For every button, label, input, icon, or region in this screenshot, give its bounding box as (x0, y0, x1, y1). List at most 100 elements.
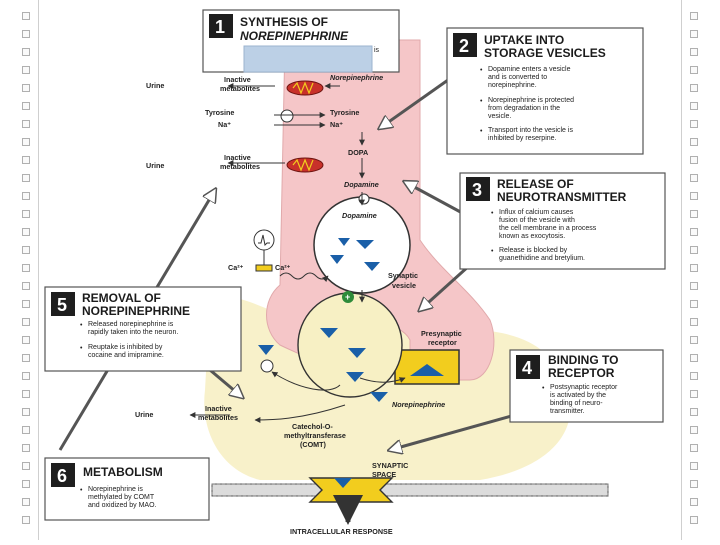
svg-text:Dopamine enters a vesicle: Dopamine enters a vesicle (488, 66, 571, 73)
square-bullet-icon (22, 516, 30, 524)
square-bullet-icon (690, 192, 698, 200)
inactive-metabolites-label: metabolites (220, 84, 260, 93)
square-bullet-icon (690, 12, 698, 20)
postsynaptic-membrane (211, 483, 609, 497)
box-2-uptake: 2 UPTAKE INTO STORAGE VESICLES • Dopamin… (446, 27, 644, 155)
square-bullet-icon (22, 426, 30, 434)
svg-text:and oxidized by MAO.: and oxidized by MAO. (88, 502, 157, 509)
square-bullet-icon (690, 444, 698, 452)
square-bullet-icon (690, 426, 698, 434)
square-bullet-icon (690, 300, 698, 308)
sodium-label: Na⁺ (330, 120, 343, 129)
inactive-metabolites-label: Inactive (224, 75, 251, 84)
callout-arrow-4 (390, 413, 516, 450)
box-6-metabolism: 6 METABOLISM • Norepinephrine is methyla… (44, 457, 210, 521)
svg-text:rapidly taken into the neuron.: rapidly taken into the neuron. (88, 329, 178, 336)
svg-text:binding of neuro-: binding of neuro- (550, 400, 603, 407)
inactive-metabolites-label: Inactive (205, 404, 232, 413)
svg-text:•: • (491, 248, 494, 255)
svg-text:Transport into the vesicle is: Transport into the vesicle is (488, 127, 573, 134)
tyrosine-transporter (280, 109, 294, 123)
svg-text:Release is blocked by: Release is blocked by (499, 247, 568, 254)
redaction-block (243, 45, 373, 73)
svg-text:and is converted to: and is converted to (488, 74, 547, 81)
svg-text:•: • (80, 322, 83, 329)
svg-text:•: • (480, 67, 483, 74)
svg-text:guanethidine and bretylium.: guanethidine and bretylium. (499, 255, 585, 262)
urine-label: Urine (146, 81, 164, 90)
calcium-channel (255, 264, 273, 272)
svg-text:•: • (80, 345, 83, 352)
square-bullet-icon (690, 120, 698, 128)
svg-text:RELEASE OF: RELEASE OF (497, 177, 574, 191)
synaptic-space-label: SPACE (372, 470, 396, 479)
square-bullet-icon (690, 318, 698, 326)
svg-text:NEUROTRANSMITTER: NEUROTRANSMITTER (497, 190, 627, 204)
square-bullet-icon (22, 264, 30, 272)
square-bullet-icon (690, 372, 698, 380)
square-bullet-icon (690, 228, 698, 236)
svg-text:transmitter.: transmitter. (550, 408, 585, 415)
square-bullet-icon (22, 408, 30, 416)
square-bullet-icon (22, 66, 30, 74)
square-bullet-icon (690, 264, 698, 272)
calcium-label: Ca²⁺ (228, 263, 244, 272)
exocytosis-vesicle (297, 292, 403, 398)
square-bullet-icon (22, 192, 30, 200)
plus-icon (342, 291, 354, 303)
svg-text:2: 2 (459, 36, 469, 56)
svg-text:NOREPINEPHRINE: NOREPINEPHRINE (82, 304, 190, 318)
square-bullet-icon (690, 462, 698, 470)
svg-text:4: 4 (522, 358, 532, 378)
sodium-label: Na⁺ (218, 120, 231, 129)
square-bullet-icon (690, 84, 698, 92)
square-bullet-icon (690, 138, 698, 146)
square-bullet-icon (22, 30, 30, 38)
callout-arrow-5 (209, 368, 242, 397)
svg-text:METABOLISM: METABOLISM (83, 465, 163, 479)
square-bullet-icon (690, 516, 698, 524)
square-bullet-icon (22, 462, 30, 470)
square-bullet-icon (690, 390, 698, 398)
dopamine-label: Dopamine (342, 211, 377, 220)
dopamine-label: Dopamine (344, 180, 379, 189)
svg-text:fusion of the vesicle with: fusion of the vesicle with (499, 217, 575, 224)
square-bullet-icon (22, 480, 30, 488)
svg-text:known as exocytosis.: known as exocytosis. (499, 233, 565, 240)
inactive-metabolites-label: metabolites (220, 162, 260, 171)
square-bullet-icon (690, 102, 698, 110)
svg-text:norepinephrine.: norepinephrine. (488, 82, 537, 89)
svg-text:UPTAKE INTO: UPTAKE INTO (484, 33, 564, 47)
square-bullet-icon (690, 408, 698, 416)
square-bullet-icon (22, 444, 30, 452)
square-bullet-icon (22, 282, 30, 290)
synaptic-vesicle-label: vesicle (392, 281, 416, 290)
svg-text:1: 1 (215, 17, 225, 37)
tyrosine-label: Tyrosine (330, 108, 359, 117)
box-4-binding: 4 BINDING TO RECEPTOR • Postsynaptic rec… (509, 349, 664, 423)
square-bullet-icon (690, 30, 698, 38)
urine-label: Urine (146, 161, 164, 170)
left-margin-panel (0, 0, 39, 540)
box-1-synthesis: 1 SYNTHESIS OF NOREPINEPHRINE is (202, 9, 400, 73)
square-bullet-icon (690, 174, 698, 182)
svg-text:Postsynaptic receptor: Postsynaptic receptor (550, 384, 618, 391)
callout-arrow-3 (405, 182, 467, 217)
svg-text:+: + (345, 292, 350, 302)
square-bullet-icon (22, 12, 30, 20)
vesicle-transporter (358, 193, 370, 205)
norepinephrine-synapse-diagram: + Urine Inactive m (38, 0, 682, 540)
comt-label: methyltransferase (284, 431, 346, 440)
callout-arrow-2 (380, 78, 449, 128)
svg-text:REMOVAL OF: REMOVAL OF (82, 291, 161, 305)
square-bullet-icon (22, 390, 30, 398)
box-5-removal: 5 REMOVAL OF NOREPINEPHRINE • Released n… (44, 286, 242, 372)
svg-text:6: 6 (57, 466, 67, 486)
svg-text:•: • (480, 98, 483, 105)
calcium-label: Ca²⁺ (275, 263, 291, 272)
svg-text:Norepinephrine is protected: Norepinephrine is protected (488, 97, 574, 104)
svg-text:the cell membrane in a process: the cell membrane in a process (499, 225, 597, 232)
svg-text:SYNTHESIS OF: SYNTHESIS OF (240, 15, 328, 29)
synaptic-space-label: SYNAPTIC (372, 461, 408, 470)
